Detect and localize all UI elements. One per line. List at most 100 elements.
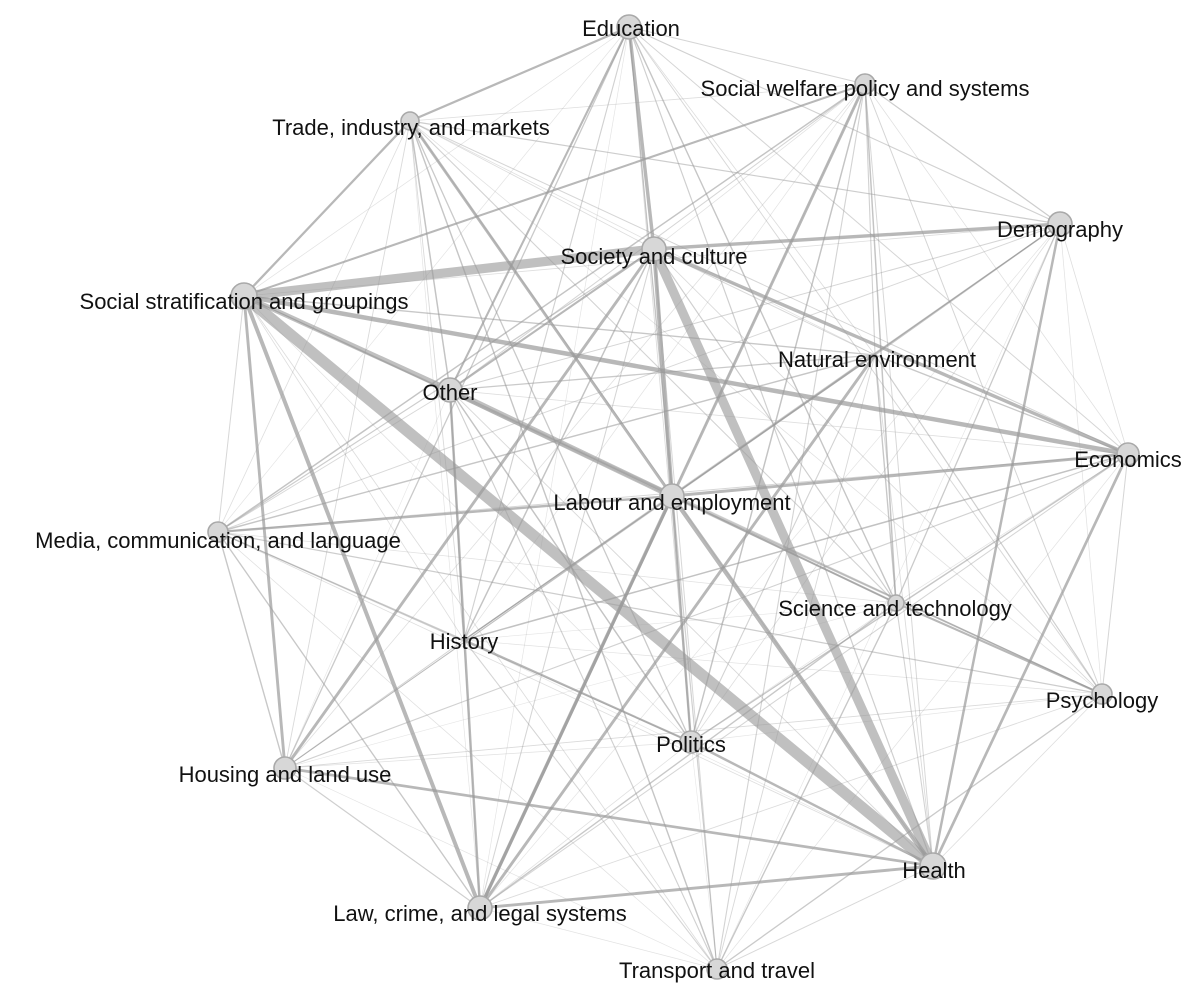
node-politics xyxy=(679,730,703,754)
edge-media-psychology xyxy=(217,531,1103,695)
edge-labour-science xyxy=(670,494,898,605)
edge-education-history xyxy=(463,26,630,641)
edge-history-housing xyxy=(284,639,465,769)
edge-welfare-history xyxy=(463,83,866,641)
edge-demography-science xyxy=(895,223,1061,604)
edge-education-society xyxy=(627,25,656,251)
edge-stratification-politics xyxy=(243,295,692,743)
edge-education-environment xyxy=(628,26,876,356)
edge-demography-law xyxy=(479,223,1061,909)
edge-labour-politics xyxy=(670,494,693,744)
edge-society-media xyxy=(217,248,655,533)
edge-labour-law xyxy=(478,494,674,910)
edge-welfare-science xyxy=(864,83,897,604)
edge-science-transport xyxy=(716,602,897,970)
node-demography xyxy=(1047,211,1073,237)
node-welfare xyxy=(854,73,876,95)
node-society xyxy=(641,236,667,262)
edge-trade-labour xyxy=(408,119,674,498)
edge-other-economics xyxy=(449,389,1129,455)
edge-science-housing xyxy=(284,602,897,769)
edge-economics-psychology xyxy=(1101,453,1129,695)
edge-history-health xyxy=(463,639,934,867)
node-label-history: History xyxy=(430,629,498,654)
edge-education-science xyxy=(628,26,897,604)
node-label-stratification: Social stratification and groupings xyxy=(80,289,409,314)
edge-environment-media xyxy=(217,354,876,533)
edge-trade-transport xyxy=(409,120,718,970)
node-label-economics: Economics xyxy=(1074,447,1182,472)
edge-demography-other xyxy=(449,223,1061,391)
node-label-transport: Transport and travel xyxy=(619,958,815,983)
node-health xyxy=(919,852,947,880)
edge-economics-housing xyxy=(284,453,1129,769)
edge-stratification-law xyxy=(242,294,482,910)
node-label-media: Media, communication, and language xyxy=(35,528,401,553)
edge-stratification-media xyxy=(217,295,245,533)
edge-society-health xyxy=(649,244,938,871)
edge-society-economics xyxy=(652,247,1130,456)
edge-media-transport xyxy=(217,531,718,970)
edge-health-transport xyxy=(716,865,934,970)
edge-society-demography xyxy=(652,222,1062,251)
edge-society-science xyxy=(653,248,897,604)
node-label-trade: Trade, industry, and markets xyxy=(272,115,550,140)
edge-media-science xyxy=(217,531,897,604)
edge-history-psychology xyxy=(463,639,1103,695)
edge-science-law xyxy=(479,602,897,909)
edge-politics-transport xyxy=(690,741,718,970)
edge-trade-stratification xyxy=(242,119,412,298)
node-label-education: Education xyxy=(582,16,680,41)
edge-psychology-health xyxy=(932,693,1103,867)
edge-stratification-health xyxy=(238,290,939,872)
edge-society-psychology xyxy=(653,248,1103,695)
edge-politics-health xyxy=(689,740,935,868)
edge-education-other xyxy=(448,25,631,392)
edge-media-housing xyxy=(217,531,286,769)
labels-layer: Education Social welfare policy and syst… xyxy=(35,16,1182,983)
edge-stratification-other xyxy=(241,293,453,393)
edge-economics-history xyxy=(463,453,1129,641)
edge-demography-economics xyxy=(1059,223,1129,455)
edge-trade-science xyxy=(409,120,897,604)
edge-other-transport xyxy=(449,389,718,970)
edge-housing-health xyxy=(283,766,935,868)
edge-education-economics xyxy=(628,26,1129,455)
edge-other-health xyxy=(449,389,934,867)
edge-trade-society xyxy=(409,120,655,250)
edge-welfare-stratification xyxy=(242,82,867,298)
edge-environment-housing xyxy=(284,354,876,769)
edge-history-politics xyxy=(462,638,693,744)
edge-stratification-history xyxy=(243,295,465,641)
node-economics xyxy=(1116,442,1140,466)
edge-law-health xyxy=(478,864,935,910)
edge-trade-environment xyxy=(409,120,876,356)
node-label-science: Science and technology xyxy=(778,596,1012,621)
edge-politics-law xyxy=(479,741,692,909)
node-label-housing: Housing and land use xyxy=(179,762,392,787)
edge-labour-health xyxy=(669,493,936,869)
edge-media-labour xyxy=(216,494,674,534)
edge-environment-law xyxy=(478,353,877,910)
edge-other-housing xyxy=(284,389,451,769)
edge-stratification-society xyxy=(239,244,659,301)
edge-science-history xyxy=(463,602,897,641)
edge-housing-law xyxy=(284,767,481,909)
edge-stratification-transport xyxy=(243,295,718,970)
edge-science-politics xyxy=(690,602,897,743)
node-label-labour: Labour and employment xyxy=(553,490,790,515)
edge-demography-media xyxy=(217,223,1061,533)
edge-media-law xyxy=(217,531,481,909)
edge-media-history xyxy=(217,531,465,641)
edge-demography-health xyxy=(931,222,1062,868)
node-psychology xyxy=(1091,683,1113,705)
edge-society-other xyxy=(448,247,656,392)
edge-environment-transport xyxy=(716,354,876,970)
node-education xyxy=(616,14,642,40)
nodes-layer xyxy=(207,14,1140,980)
edge-economics-politics xyxy=(690,453,1129,743)
edge-politics-housing xyxy=(284,741,692,769)
node-label-welfare: Social welfare policy and systems xyxy=(701,76,1030,101)
node-law xyxy=(467,895,493,921)
node-label-health: Health xyxy=(902,858,966,883)
